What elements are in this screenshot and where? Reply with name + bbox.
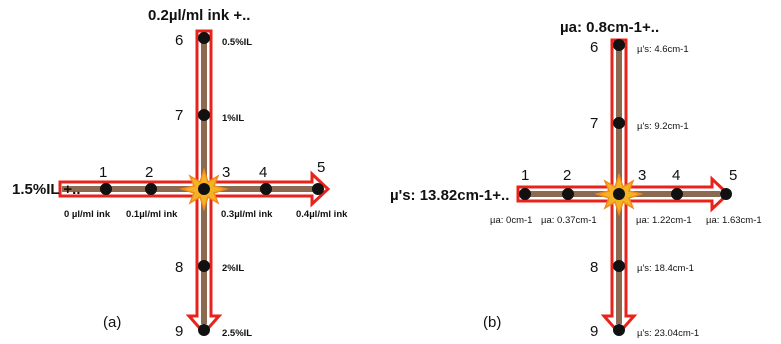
number-b-1: 1 — [521, 167, 529, 184]
point-b-8 — [613, 260, 625, 272]
point-b-2 — [562, 188, 574, 200]
point-a-7 — [198, 109, 210, 121]
point-b-6 — [613, 39, 625, 51]
label-a-7: 1%IL — [222, 113, 244, 124]
point-b-5 — [720, 188, 732, 200]
number-b-6: 6 — [590, 39, 598, 56]
label-b-4: µa: 1.22cm-1 — [636, 215, 692, 226]
label-a-4: 0.3µl/ml ink — [221, 209, 273, 220]
label-a-9: 2.5%IL — [222, 328, 252, 339]
number-b-2: 2 — [563, 167, 571, 184]
header-left-a: 1.5%IL +.. — [12, 181, 81, 198]
point-b-1 — [519, 188, 531, 200]
number-a-4: 4 — [259, 164, 267, 181]
caption-a: (a) — [103, 314, 121, 331]
number-a-2: 2 — [145, 164, 153, 181]
number-a-5: 5 — [317, 159, 325, 176]
label-b-8: µ's: 18.4cm-1 — [637, 263, 694, 274]
point-a-4 — [260, 183, 272, 195]
number-a-8: 8 — [175, 259, 183, 276]
number-a-3: 3 — [222, 164, 230, 181]
label-b-2: µa: 0.37cm-1 — [541, 215, 597, 226]
point-b-7 — [613, 117, 625, 129]
label-b-9: µ's: 23.04cm-1 — [637, 328, 699, 339]
label-b-1: µa: 0cm-1 — [490, 215, 532, 226]
point-a-3 — [198, 183, 210, 195]
label-a-2: 0.1µl/ml ink — [126, 209, 178, 220]
header-top-a: 0.2µl/ml ink +.. — [148, 7, 250, 24]
label-b-5: µa: 1.63cm-1 — [706, 215, 762, 226]
header-top-b: µa: 0.8cm-1+.. — [560, 19, 659, 36]
panel-b: 1 2 3 4 5 6 7 8 9 µa: 0.8cm-1+.. µ's: 13… — [390, 19, 762, 340]
number-b-4: 4 — [672, 167, 680, 184]
number-a-9: 9 — [175, 323, 183, 340]
number-b-8: 8 — [590, 259, 598, 276]
label-b-6: µ's: 4.6cm-1 — [637, 44, 689, 55]
number-b-7: 7 — [590, 115, 598, 132]
number-b-9: 9 — [590, 323, 598, 340]
panel-a: 1 2 3 4 5 6 7 8 9 0.2µl/ml ink +.. 1.5%I… — [12, 7, 348, 340]
label-a-1: 0 µl/ml ink — [64, 209, 111, 220]
label-a-5: 0.4µl/ml ink — [296, 209, 348, 220]
point-a-8 — [198, 260, 210, 272]
point-b-3 — [613, 188, 625, 200]
point-b-4 — [671, 188, 683, 200]
label-b-7: µ's: 9.2cm-1 — [637, 121, 689, 132]
point-a-5 — [312, 183, 324, 195]
number-a-7: 7 — [175, 107, 183, 124]
number-a-1: 1 — [99, 164, 107, 181]
point-a-6 — [198, 32, 210, 44]
number-a-6: 6 — [175, 32, 183, 49]
point-b-9 — [613, 324, 625, 336]
number-b-5: 5 — [729, 167, 737, 184]
header-left-b: µ's: 13.82cm-1+.. — [390, 187, 509, 204]
caption-b: (b) — [483, 314, 501, 331]
point-a-9 — [198, 324, 210, 336]
number-b-3: 3 — [638, 167, 646, 184]
point-a-2 — [145, 183, 157, 195]
label-a-6: 0.5%IL — [222, 37, 252, 48]
label-a-8: 2%IL — [222, 263, 244, 274]
point-a-1 — [100, 183, 112, 195]
